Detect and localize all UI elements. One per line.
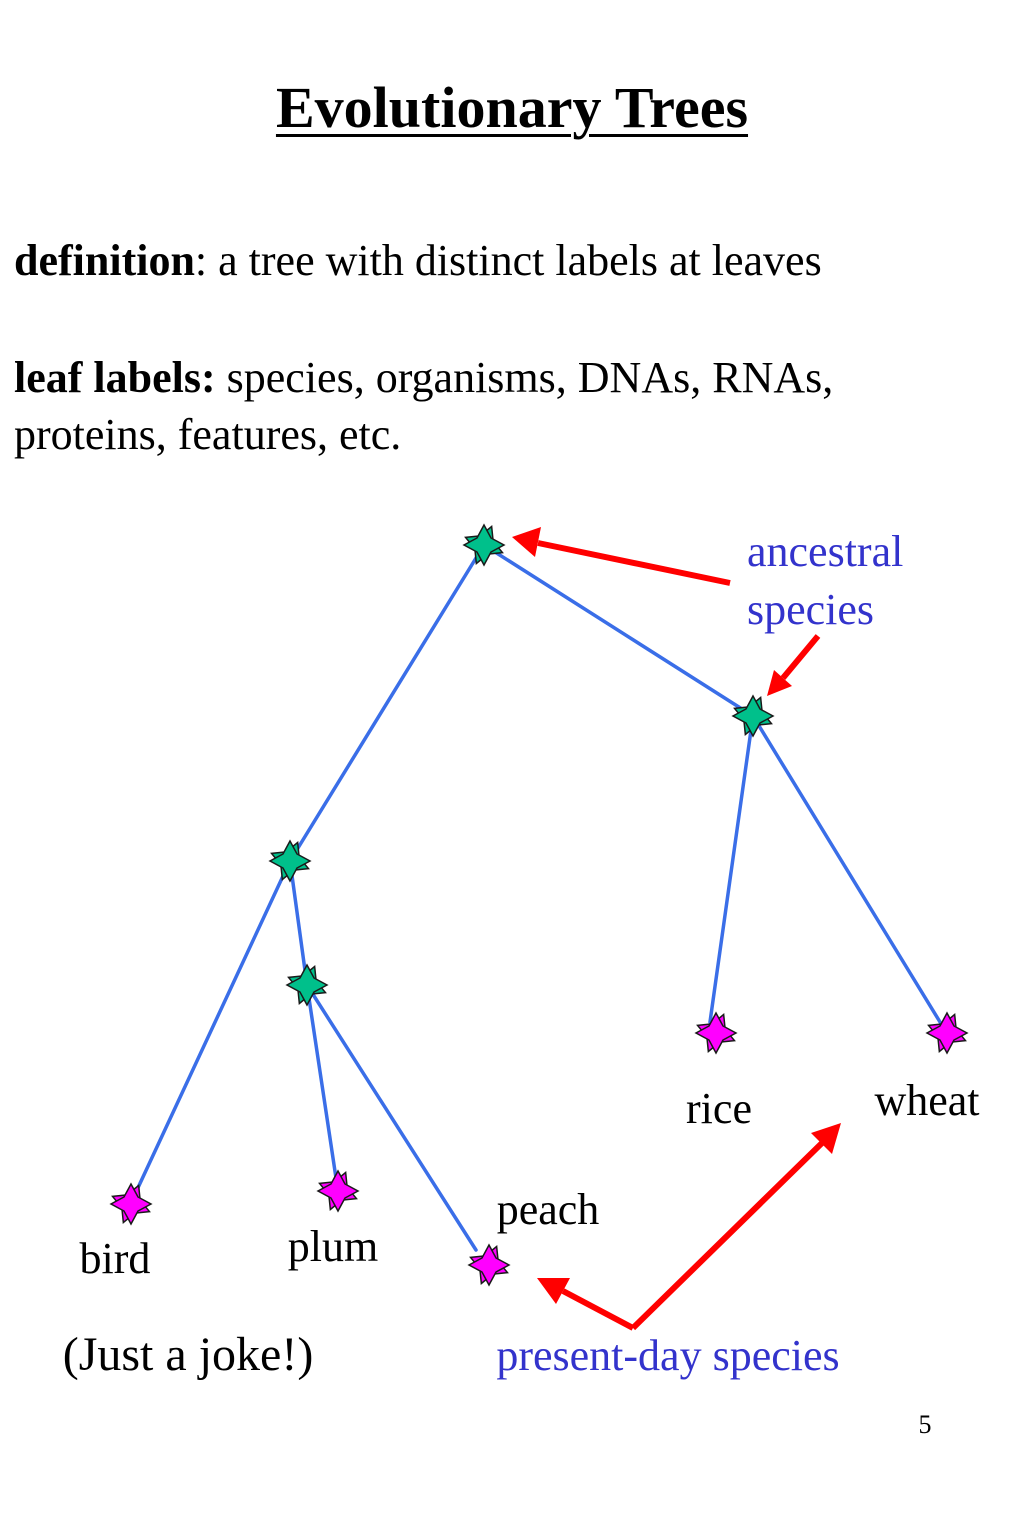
definition-term: definition [14, 236, 195, 285]
edge-root-to-left-internal [288, 543, 486, 863]
leaf-node-bird-overlay [109, 1182, 153, 1226]
edge-lower-internal-to-plum [305, 983, 338, 1180]
leaf-label-peach: peach [497, 1185, 600, 1234]
leaf-labels-term: leaf labels: [14, 353, 216, 402]
page-number: 5 [919, 1410, 932, 1439]
definition-text: : a tree with distinct labels at leaves [194, 236, 822, 285]
arrow-to-wheat-head [811, 1123, 841, 1154]
arrow-to-peach-head [537, 1278, 570, 1304]
edge-right-internal-to-rice [708, 714, 755, 1024]
leaf-node-peach-overlay [467, 1243, 511, 1287]
edge-lower-internal-to-peach [305, 983, 478, 1252]
slide-title: Evolutionary Trees [275, 75, 749, 140]
ancestral-node-right-overlay [731, 694, 775, 738]
ancestral-label-line2: species [747, 585, 874, 634]
arrow-to-root-shaft [537, 540, 731, 586]
edge-left-internal-to-bird [134, 859, 292, 1194]
ancestral-label-line1: ancestral [747, 527, 903, 576]
joke-caption: (Just a joke!) [63, 1328, 314, 1381]
leaf-node-rice-overlay [694, 1011, 738, 1055]
leaf-label-plum: plum [288, 1222, 378, 1271]
ancestral-node-left-overlay [268, 839, 312, 883]
arrow-to-right-internal-shaft [780, 634, 821, 680]
edge-right-internal-to-wheat [751, 714, 942, 1024]
edge-left-internal-to-lower-internal [288, 859, 309, 987]
edge-root-to-right-internal [482, 543, 755, 718]
arrow-to-wheat-shaft [630, 1140, 825, 1331]
arrow-to-right-internal-head [767, 670, 792, 696]
ancestral-node-lower-overlay [285, 963, 329, 1007]
present-day-label: present-day species [496, 1331, 839, 1380]
leaf-label-wheat: wheat [874, 1076, 979, 1125]
definition-paragraph: definition: a tree with distinct labels … [14, 232, 1004, 289]
arrow-to-root-head [512, 527, 541, 557]
leaf-labels-line1: species, organisms, DNAs, RNAs, [215, 353, 834, 402]
arrow-to-peach-shaft [561, 1288, 635, 1331]
leaf-node-plum-overlay [316, 1169, 360, 1213]
annotation-arrows [512, 527, 841, 1331]
leaf-labels-paragraph: leaf labels: species, organisms, DNAs, R… [14, 349, 1004, 463]
leaf-label-rice: rice [686, 1084, 752, 1133]
ancestral-node-root-overlay [462, 523, 506, 567]
tree-edges [134, 543, 942, 1252]
leaf-label-bird: bird [80, 1234, 151, 1283]
leaf-labels-line2: proteins, features, etc. [14, 410, 402, 459]
leaf-node-wheat-overlay [925, 1011, 969, 1055]
